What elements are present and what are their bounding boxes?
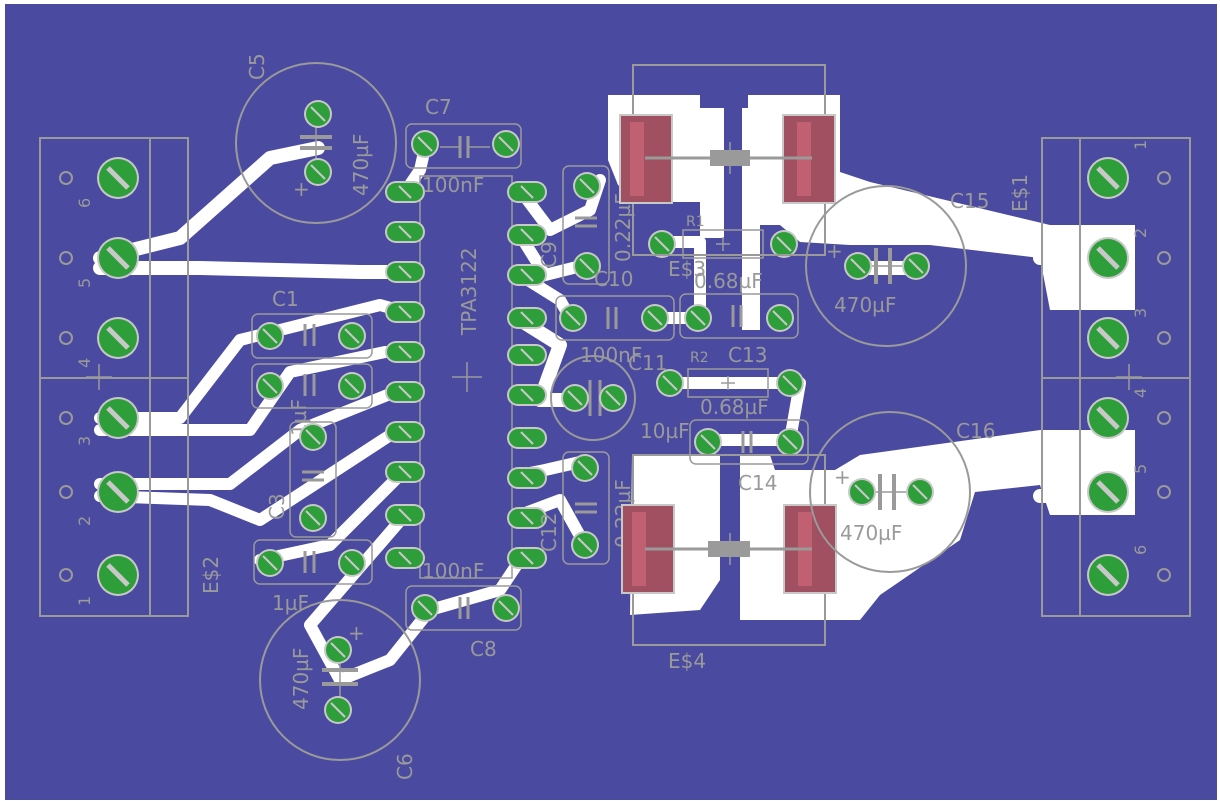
c16-value: 470µF bbox=[840, 521, 902, 545]
inductor-e4[interactable]: E$4 bbox=[621, 454, 837, 673]
e1-pin3: 3 bbox=[1131, 308, 1150, 318]
e2-pin1: 1 bbox=[75, 596, 94, 606]
svg-text:+: + bbox=[826, 239, 843, 263]
c15-ref: C15 bbox=[950, 189, 989, 213]
e2-pin4: 4 bbox=[75, 358, 94, 368]
capacitor-c8[interactable]: 100nF C8 bbox=[405, 559, 522, 661]
capacitor-c3[interactable]: C3 bbox=[265, 421, 337, 538]
c12-ref: C12 bbox=[537, 513, 561, 552]
c8-value: 100nF bbox=[422, 559, 484, 583]
c4-value: 1µF bbox=[272, 591, 309, 615]
c7-ref: C7 bbox=[425, 95, 452, 119]
capacitor-c7[interactable]: C7 100nF bbox=[405, 95, 522, 197]
capacitor-c4[interactable]: 1µF bbox=[253, 539, 373, 615]
capacitor-c14[interactable]: 0.68µF C14 bbox=[689, 395, 809, 495]
c15-value: 470µF bbox=[834, 293, 896, 317]
resistor-r1[interactable]: R1 bbox=[647, 214, 799, 259]
c9-ref: C9 bbox=[537, 241, 561, 268]
c5-ref: C5 bbox=[245, 53, 269, 80]
c6-value: 470µF bbox=[289, 648, 313, 710]
c1-ref: C1 bbox=[272, 287, 299, 311]
c7-value: 100nF bbox=[422, 173, 484, 197]
connector-e1[interactable]: 1 2 3 4 5 6 E$1 bbox=[1008, 137, 1191, 617]
capacitor-c6[interactable]: + 470µF C6 bbox=[259, 599, 421, 780]
e4-label: E$4 bbox=[668, 649, 706, 673]
e2-pin2: 2 bbox=[75, 516, 94, 526]
c11-value: 10µF bbox=[640, 419, 690, 443]
e1-pin6: 6 bbox=[1131, 545, 1150, 555]
c5-value: 470µF bbox=[349, 134, 373, 196]
ic-tpa3122[interactable]: TPA3122 bbox=[384, 175, 548, 579]
ic-label: TPA3122 bbox=[457, 247, 481, 336]
c11-ref: C11 bbox=[628, 351, 667, 375]
e1-label: E$1 bbox=[1008, 174, 1032, 212]
e2-label: E$2 bbox=[199, 556, 223, 594]
capacitor-c16[interactable]: + C16 470µF bbox=[809, 411, 995, 573]
e1-pin4: 4 bbox=[1131, 388, 1150, 398]
e1-pin5: 5 bbox=[1131, 464, 1150, 474]
svg-text:+: + bbox=[834, 465, 851, 489]
c3-ref: C3 bbox=[265, 493, 289, 520]
c6-ref: C6 bbox=[393, 753, 417, 780]
e1-pin1: 1 bbox=[1131, 140, 1150, 150]
resistor-r2[interactable]: R2 bbox=[655, 350, 805, 398]
svg-text:+: + bbox=[293, 177, 310, 201]
capacitor-c5[interactable]: + C5 470µF bbox=[235, 53, 397, 224]
r2-ref: R2 bbox=[690, 350, 709, 366]
c8-ref: C8 bbox=[470, 637, 497, 661]
c9-value: 0.22µF bbox=[611, 193, 635, 262]
r1-ref: R1 bbox=[686, 214, 705, 230]
e2-pin3: 3 bbox=[75, 436, 94, 446]
capacitor-c13[interactable]: 0.68µF C13 bbox=[679, 269, 799, 367]
capacitor-c9[interactable]: C9 0.22µF bbox=[537, 165, 635, 285]
c16-ref: C16 bbox=[956, 419, 995, 443]
e1-pin2: 2 bbox=[1131, 228, 1150, 238]
svg-text:+: + bbox=[348, 621, 365, 645]
e2-pin6: 6 bbox=[75, 198, 94, 208]
capacitor-c1[interactable]: C1 bbox=[251, 287, 373, 359]
c14-value: 0.68µF bbox=[700, 395, 769, 419]
capacitor-c11[interactable]: C11 10µF bbox=[550, 351, 690, 443]
c13-ref: C13 bbox=[728, 343, 767, 367]
inductor-e3[interactable]: E$3 bbox=[619, 64, 836, 281]
connector-e2[interactable]: 6 5 4 3 2 1 E$2 bbox=[39, 137, 223, 617]
e3-label: E$3 bbox=[668, 257, 706, 281]
capacitor-c15[interactable]: + C15 470µF bbox=[805, 185, 989, 347]
c10-value: 100nF bbox=[580, 343, 642, 367]
c10-ref: C10 bbox=[594, 267, 633, 291]
c14-ref: C14 bbox=[738, 471, 777, 495]
e2-pin5: 5 bbox=[75, 278, 94, 288]
capacitor-c10[interactable]: C10 100nF bbox=[555, 267, 675, 367]
c13-value: 0.68µF bbox=[694, 269, 763, 293]
